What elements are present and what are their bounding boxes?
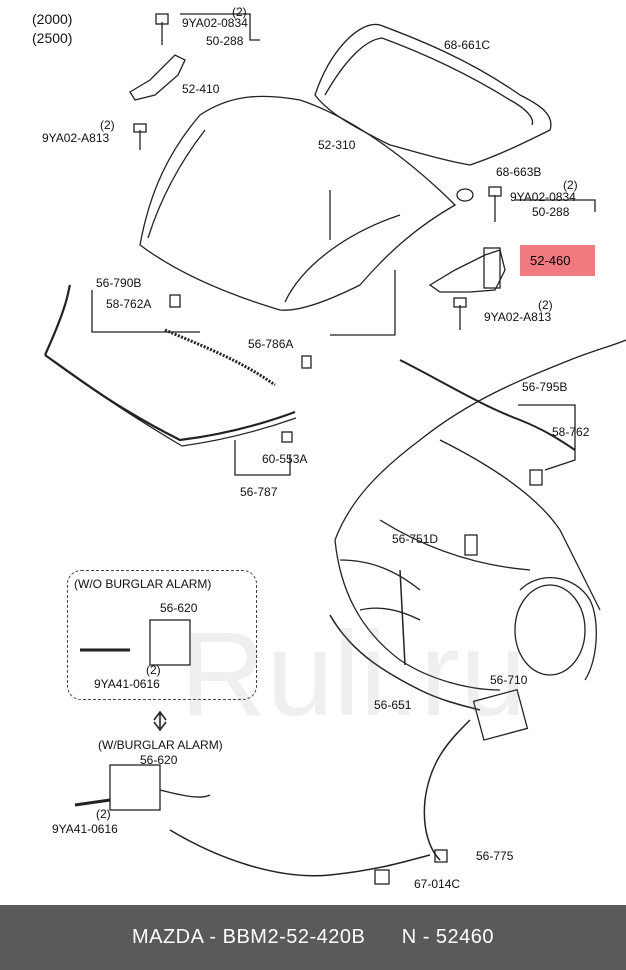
- part-52-410: 52-410: [182, 82, 220, 96]
- car-body: [334, 339, 626, 691]
- release-cable: [329, 569, 481, 711]
- qty-top: (2): [232, 5, 247, 19]
- qty-latch-a: (2): [146, 663, 161, 677]
- part-9YA02-A813-left: 9YA02-A813: [42, 131, 110, 145]
- part-56-775: 56-775: [476, 849, 514, 863]
- latch-wo-alarm: [149, 619, 191, 666]
- release-handle: [472, 688, 529, 741]
- part-68-663B: 68-663B: [496, 165, 542, 179]
- part-58-762: 58-762: [552, 425, 590, 439]
- part-68-661C: 68-661C: [444, 38, 491, 52]
- footer-bar: MAZDA - BBM2-52-420B N - 52460: [0, 905, 626, 970]
- hood-panel: [139, 95, 457, 311]
- part-56-620-a: 56-620: [160, 601, 198, 615]
- part-50-288-right: 50-288: [532, 205, 570, 219]
- parts-diagram: [43, 13, 626, 885]
- variant-2000: (2000): [32, 11, 73, 27]
- hood-insulator: [314, 23, 552, 166]
- variant-2500: (2500): [32, 30, 73, 46]
- right-hinge: [428, 249, 506, 293]
- part-9YA41-0616-b: 9YA41-0616: [52, 822, 118, 836]
- part-label-52-460: 52-460: [530, 253, 571, 268]
- part-56-620-b: 56-620: [140, 753, 178, 767]
- note-w-alarm: (W/BURGLAR ALARM): [98, 738, 223, 752]
- note-wo-alarm: (W/O BURGLAR ALARM): [74, 577, 212, 591]
- part-9YA02-0834-top: 9YA02-0834: [182, 16, 248, 30]
- part-52-310: 52-310: [318, 138, 356, 152]
- part-9YA02-A813-right: 9YA02-A813: [484, 310, 552, 324]
- part-56-751D: 56-751D: [392, 532, 439, 546]
- part-9YA02-0834-right: 9YA02-0834: [510, 190, 576, 204]
- part-56-787: 56-787: [240, 485, 278, 499]
- weatherstrip-front: [43, 284, 296, 442]
- part-56-786A: 56-786A: [248, 337, 294, 351]
- part-67-014C: 67-014C: [414, 877, 461, 891]
- qty-right: (2): [563, 178, 578, 192]
- part-58-762A: 58-762A: [106, 297, 152, 311]
- part-9YA41-0616-a: 9YA41-0616: [94, 677, 160, 691]
- qty-right-2: (2): [538, 298, 553, 312]
- footer-part-number: MAZDA - BBM2-52-420B N - 52460: [131, 926, 495, 948]
- qty-left: (2): [100, 118, 115, 132]
- latch-w-alarm: [109, 764, 161, 811]
- part-56-710: 56-710: [490, 673, 528, 687]
- part-50-288-top: 50-288: [206, 34, 244, 48]
- wo-alarm-box: [67, 570, 257, 700]
- left-hinge: [129, 54, 186, 101]
- qty-latch-b: (2): [96, 807, 111, 821]
- part-56-651: 56-651: [374, 698, 412, 712]
- part-56-795B: 56-795B: [522, 380, 568, 394]
- part-56-790B: 56-790B: [96, 276, 142, 290]
- part-highlight[interactable]: 52-460: [520, 245, 595, 276]
- part-60-553A: 60-553A: [262, 452, 308, 466]
